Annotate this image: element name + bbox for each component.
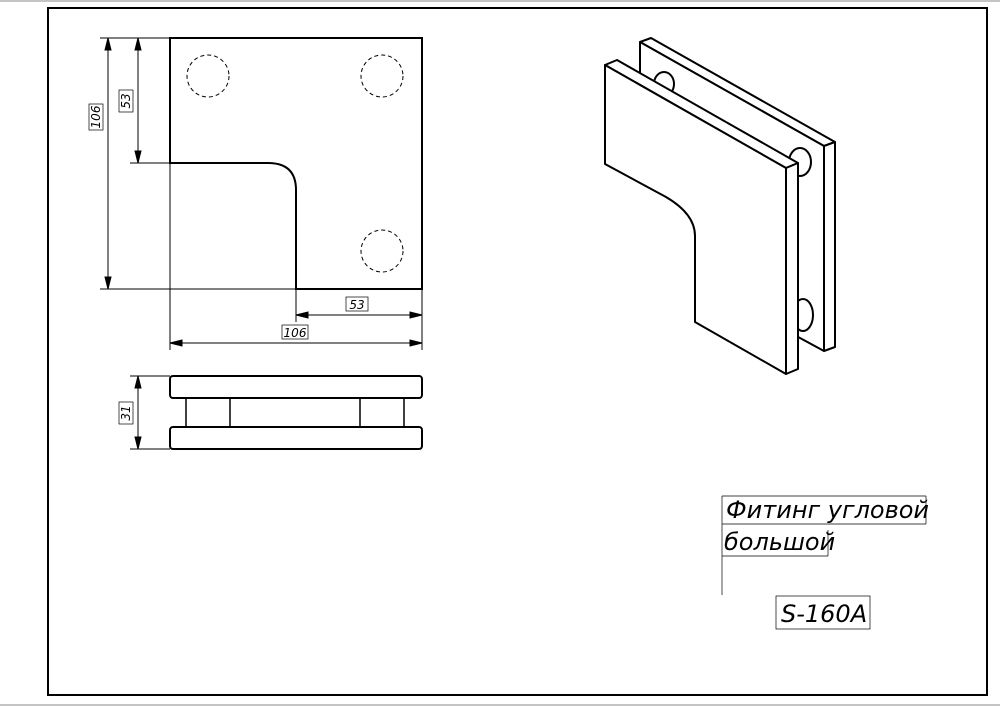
title-line-2: большой (724, 528, 835, 556)
iso-front-plate-face (604, 64, 787, 375)
dimension-label-106-horizontal: 106 (284, 326, 307, 340)
side-view (169, 375, 423, 450)
mounting-hole-top-left (186, 54, 230, 98)
dimension-total-height (88, 37, 296, 290)
dimension-lower-width (295, 289, 423, 350)
dimension-label-106-vertical: 106 (89, 105, 103, 128)
title-code: S-160A (781, 600, 867, 628)
front-view-outline (169, 37, 423, 290)
isometric-view (604, 37, 836, 375)
side-view-top-plate (169, 375, 423, 399)
title-line-1: Фитинг угловой (726, 496, 929, 524)
dimension-label-31: 31 (119, 405, 133, 420)
dimension-total-width (169, 163, 423, 350)
mounting-hole-bottom-right (360, 229, 404, 273)
mounting-hole-top-right (360, 54, 404, 98)
dimension-label-53-vertical: 53 (119, 93, 133, 108)
title-leader (721, 495, 927, 630)
side-view-spacer-right (359, 397, 405, 428)
side-view-bottom-plate (169, 426, 423, 450)
dimension-upper-height (118, 37, 170, 164)
dimension-label-53-horizontal: 53 (349, 298, 364, 312)
front-view (169, 37, 423, 290)
dimension-thickness (118, 375, 170, 450)
drawing-frame (47, 7, 988, 696)
iso-back-plate-right (823, 141, 836, 352)
side-view-spacer-left (185, 397, 231, 428)
iso-front-plate-right (785, 162, 799, 375)
